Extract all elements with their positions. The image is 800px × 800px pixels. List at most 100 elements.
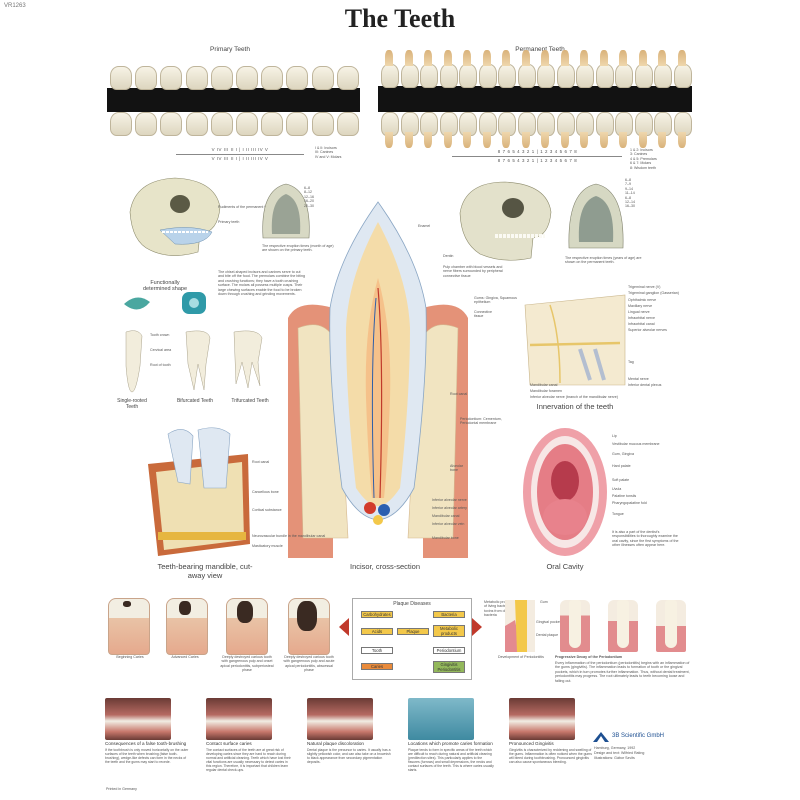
tooth-root xyxy=(619,132,627,148)
tooth-root xyxy=(677,50,686,66)
bifurcated-caption: Bifurcated Teeth xyxy=(176,398,214,404)
incisor-label: Inferior alveolar vein xyxy=(432,522,465,526)
tooth-root xyxy=(443,50,452,66)
upper-tooth xyxy=(478,64,497,88)
upper-tooth xyxy=(381,64,399,88)
lower-tooth xyxy=(261,112,284,136)
primary-divider xyxy=(176,154,304,155)
mandible-label: Masticatory muscle xyxy=(252,544,283,548)
tooth-root xyxy=(521,132,530,148)
tooth-root xyxy=(619,50,627,66)
upper-tooth xyxy=(286,66,309,90)
age-label: 6–8 xyxy=(304,186,310,190)
age-label: 16–20 xyxy=(304,199,314,204)
3b-logo-icon xyxy=(593,732,609,742)
photo-caption-title: Natural plaque discoloration xyxy=(307,741,364,746)
right-arrow-icon xyxy=(472,618,482,636)
oral-caption: Oral Cavity xyxy=(546,562,584,571)
child-palate-illustration xyxy=(262,183,310,239)
incisor-label: Gums: Gingiva, Squamous epithelium xyxy=(474,296,517,305)
adult-skull-illustration xyxy=(459,181,552,261)
plaque-box-acids: Acids xyxy=(361,628,393,635)
lower-tooth xyxy=(110,112,132,136)
perio-dev-caption: Development of Periodontitis xyxy=(498,655,544,659)
oral-label: Pharyngopalatine fold xyxy=(612,501,647,505)
oral-label: Tongue xyxy=(612,512,624,516)
perio-label-plaque: Dental plaque xyxy=(536,633,559,637)
tooth-root xyxy=(580,50,588,66)
plaque-box-carbohydrates: Carbohydrates xyxy=(361,611,393,618)
plaque-box-plaque: Plaque xyxy=(397,628,429,635)
upper-tooth xyxy=(311,66,334,90)
incisor-label: Inferior alveolar nerve xyxy=(432,498,467,502)
tooth-root xyxy=(658,132,666,148)
lower-tooth xyxy=(336,112,359,136)
shape-illustration xyxy=(124,292,206,314)
plaque-box-tooth: Tooth xyxy=(361,647,393,654)
upper-tooth xyxy=(517,64,536,88)
age-label: 8–12 xyxy=(304,190,312,195)
lower-tooth xyxy=(286,112,309,136)
upper-tooth xyxy=(459,64,477,88)
root-label-root: Root of tooth xyxy=(150,363,171,367)
tooth-root xyxy=(404,132,413,148)
skull-left-label-1: Rudiments of the permanent teeth xyxy=(218,205,273,209)
photo-caption-text: The contact surfaces of the teeth are at… xyxy=(206,748,291,772)
perio-prog-text: Every inflammation of the periodontium (… xyxy=(555,661,690,683)
caries-stage-caption: Advanced Caries xyxy=(171,655,199,659)
age-label: 20–30 xyxy=(304,203,314,208)
tooth-root xyxy=(463,50,471,66)
caries-tooth xyxy=(226,598,268,655)
mandible-label: Cancellous bone xyxy=(252,490,279,494)
lower-tooth xyxy=(160,112,183,136)
caries-lesion xyxy=(123,601,131,607)
innervation-label: Lingual nerve xyxy=(628,310,650,314)
lower-tooth xyxy=(185,112,208,136)
tooth-root xyxy=(385,132,393,148)
oral-label: Uvula xyxy=(612,487,622,491)
primary-teeth-title: Primary Teeth xyxy=(210,46,250,53)
caries-stage-caption: Deeply destroyed carious tooth with gang… xyxy=(220,655,274,673)
perio-tooth xyxy=(656,600,686,652)
age-label: 16–30 xyxy=(625,204,635,209)
upper-tooth xyxy=(439,64,458,88)
age-label: 12–14 xyxy=(625,200,635,205)
dental-photo xyxy=(206,698,272,740)
skull-left-eruption-note: The respective eruption times (month of … xyxy=(262,244,334,253)
oral-label: Lip xyxy=(612,434,617,438)
perio-tooth-root xyxy=(569,600,581,648)
caries-stage-caption: Deeply destroyed carious tooth with gang… xyxy=(283,655,335,673)
incisor-label: Mandibular bone xyxy=(432,536,459,540)
primary-number-row-2: V IV III II I | I II III IV V xyxy=(211,156,269,161)
plaque-title: Plaque Diseases xyxy=(393,601,431,607)
innervation-label: Infraorbital nerve xyxy=(628,316,655,320)
upper-tooth xyxy=(135,66,158,90)
incisor-label: Inferior alveolar artery xyxy=(432,506,467,510)
plaque-box-gingivitis: Gingivitis Periodontitis xyxy=(433,661,465,673)
tooth-root xyxy=(502,132,510,148)
publisher-line: Design and text: Wilfried Rating xyxy=(594,751,645,755)
skull-left-label-2: Primary teeth xyxy=(218,220,240,224)
lower-tooth xyxy=(236,112,258,136)
oral-label: Soft palate xyxy=(612,478,630,482)
mandible-cutaway-illustration xyxy=(148,427,250,556)
plaque-box-periodontium: Periodontium xyxy=(433,647,465,654)
plaque-box-metabolic: Metabolic products xyxy=(433,625,465,637)
innervation-caption: Innervation of the teeth xyxy=(536,402,614,411)
innervation-label: Ophthalmic nerve xyxy=(628,298,657,302)
innervation-label: Maxillary nerve xyxy=(628,304,653,308)
tooth-root xyxy=(424,132,432,148)
skull-left-ages: 6–8 8–12 12–16 16–20 20–30 xyxy=(304,186,334,208)
perio-label-metabolic: Metabolic products of living bacteria an… xyxy=(484,600,517,618)
incisor-cross-section-illustration xyxy=(288,201,468,558)
upper-tooth xyxy=(210,66,233,90)
primary-teeth-strip xyxy=(107,88,360,112)
oral-label: Vestibular mucous membrane xyxy=(612,442,660,446)
lower-tooth xyxy=(135,112,158,136)
age-label: 9–14 xyxy=(625,186,633,191)
tooth-root xyxy=(385,50,393,66)
perio-tooth-root xyxy=(617,600,629,648)
innervation-label: Infraorbital canal xyxy=(628,322,655,326)
caries-tooth xyxy=(288,598,330,655)
dental-photo xyxy=(509,698,575,740)
